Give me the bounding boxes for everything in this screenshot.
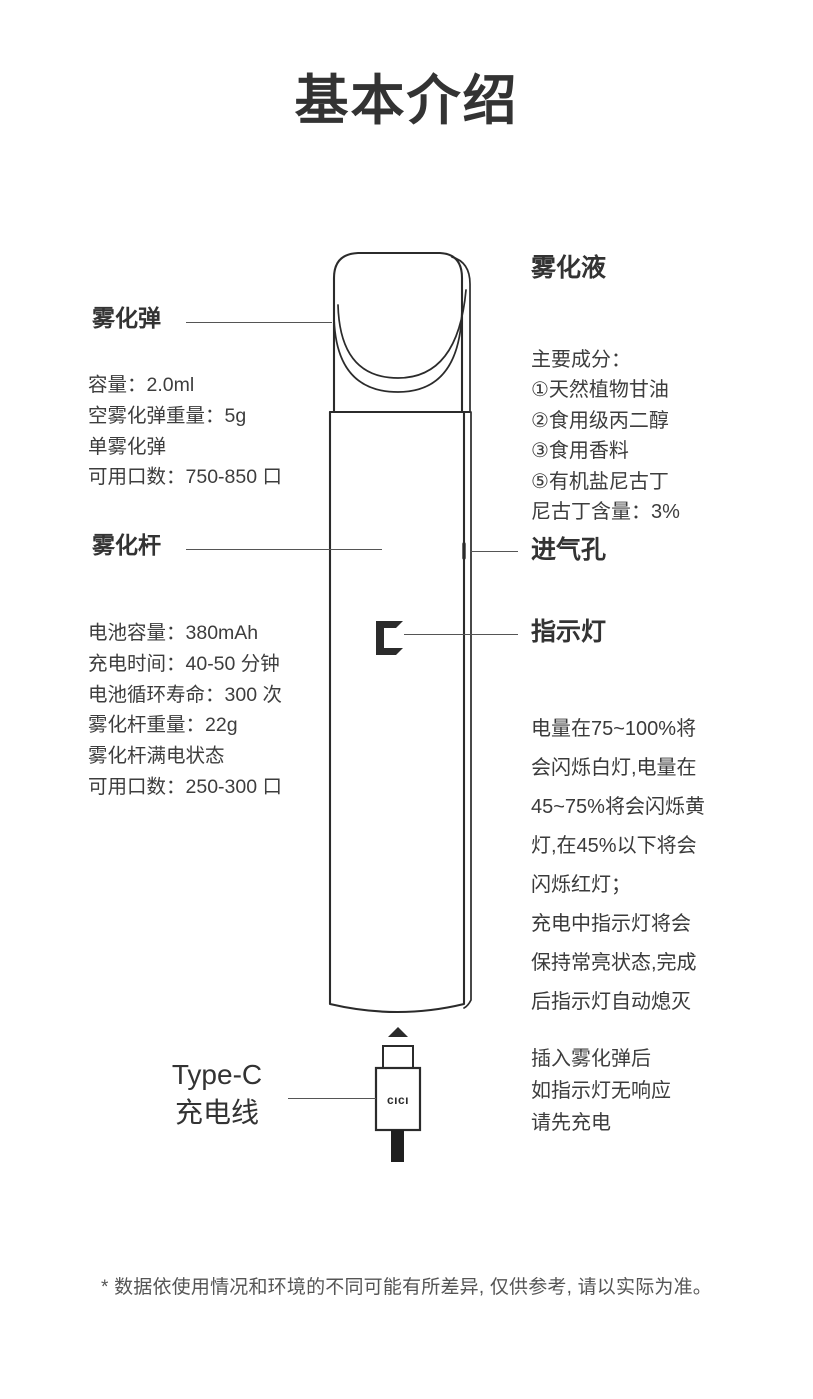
liquid-section-heading: 雾化液 xyxy=(531,254,607,282)
rod-spec-3: 雾化杆重量：22g xyxy=(88,714,238,737)
typec-charger-label: Type-C 充电线 xyxy=(132,1056,302,1132)
rod-spec-4: 雾化杆满电状态 xyxy=(88,745,225,768)
rod-spec-5: 可用口数：250-300 口 xyxy=(88,775,282,798)
liquid-curve-inner xyxy=(337,289,467,379)
indicator-desc-5: 充电中指示灯将会 xyxy=(531,913,691,935)
page-title: 基本介绍 xyxy=(294,71,519,131)
charge-note: 插入雾化弹后 如指示灯无响应 请先充电 xyxy=(531,1043,671,1139)
pod-right-edge xyxy=(451,256,471,413)
indicator-leader-line xyxy=(404,634,518,635)
liquid-ingredient-list: 主要成分： ①天然植物甘油 ②食用级丙二醇 ③食用香料 ⑤有机盐尼古丁 尼古丁含… xyxy=(531,345,680,527)
air-intake-leader-line xyxy=(470,551,518,552)
pod-outline xyxy=(332,251,464,414)
liquid-line-0: 主要成分： xyxy=(531,349,631,371)
typec-label-line-1: 充电线 xyxy=(174,1097,259,1129)
rod-spec-0: 电池容量：380mAh xyxy=(88,622,259,644)
connector-mark-text: ᴄıᴄı xyxy=(387,1093,409,1107)
indicator-desc-3: 灯,在45%以下将会 xyxy=(531,835,697,857)
charge-note-2: 请先充电 xyxy=(531,1112,611,1134)
typec-label-line-0: Type-C xyxy=(171,1059,263,1090)
rod-spec-list: 电池容量：380mAh 充电时间：40-50 分钟 电池循环寿命：300 次 雾… xyxy=(88,618,282,803)
liquid-line-2: ②食用级丙二醇 xyxy=(531,409,669,432)
indicator-desc-2: 45~75%将会闪烁黄 xyxy=(531,796,705,818)
air-intake-label: 进气孔 xyxy=(531,536,607,564)
body-right-edge xyxy=(463,411,472,1009)
rod-leader-line xyxy=(186,549,382,550)
liquid-line-3: ③食用香料 xyxy=(531,440,629,463)
indicator-desc-7: 后指示灯自动熄灭 xyxy=(531,991,691,1013)
liquid-line-1: ①天然植物甘油 xyxy=(531,379,669,402)
indicator-light-glyph xyxy=(376,621,403,655)
rod-spec-1: 充电时间：40-50 分钟 xyxy=(88,652,280,675)
indicator-desc-4: 闪烁红灯； xyxy=(531,874,631,896)
footer-disclaimer: * 数据依使用情况和环境的不同可能有所差异, 仅供参考, 请以实际为准。 xyxy=(101,1277,712,1298)
indicator-desc-1: 会闪烁白灯,电量在 xyxy=(531,757,697,779)
charge-note-0: 插入雾化弹后 xyxy=(531,1048,651,1070)
rod-spec-2: 电池循环寿命：300 次 xyxy=(88,683,282,706)
liquid-line-5: 尼古丁含量：3% xyxy=(531,500,680,523)
pod-spec-2: 单雾化弹 xyxy=(88,435,167,458)
charge-note-1: 如指示灯无响应 xyxy=(531,1080,671,1102)
indicator-desc-0: 电量在75~100%将 xyxy=(531,718,697,740)
pod-spec-1: 空雾化弹重量：5g xyxy=(88,404,247,427)
indicator-light-label: 指示灯 xyxy=(531,618,607,646)
indicator-desc-6: 保持常亮状态,完成 xyxy=(531,952,697,974)
indicator-description: 电量在75~100%将 会闪烁白灯,电量在 45~75%将会闪烁黄 灯,在45%… xyxy=(531,710,761,1022)
pod-spec-3: 可用口数：750-850 口 xyxy=(88,466,282,489)
liquid-curve-outer xyxy=(333,304,463,393)
rod-section-heading: 雾化杆 xyxy=(92,532,161,558)
typec-connector: ᴄıᴄı xyxy=(374,1045,422,1162)
liquid-line-4: ⑤有机盐尼古丁 xyxy=(531,470,669,493)
typec-leader-line xyxy=(288,1098,376,1099)
body-outline xyxy=(328,410,466,1014)
pod-section-heading: 雾化弹 xyxy=(92,305,161,331)
insert-arrow xyxy=(388,1027,408,1037)
pod-spec-list: 容量：2.0ml 空雾化弹重量：5g 单雾化弹 可用口数：750-850 口 xyxy=(88,370,282,493)
pod-leader-line xyxy=(186,322,332,323)
pod-spec-0: 容量：2.0ml xyxy=(88,374,195,396)
